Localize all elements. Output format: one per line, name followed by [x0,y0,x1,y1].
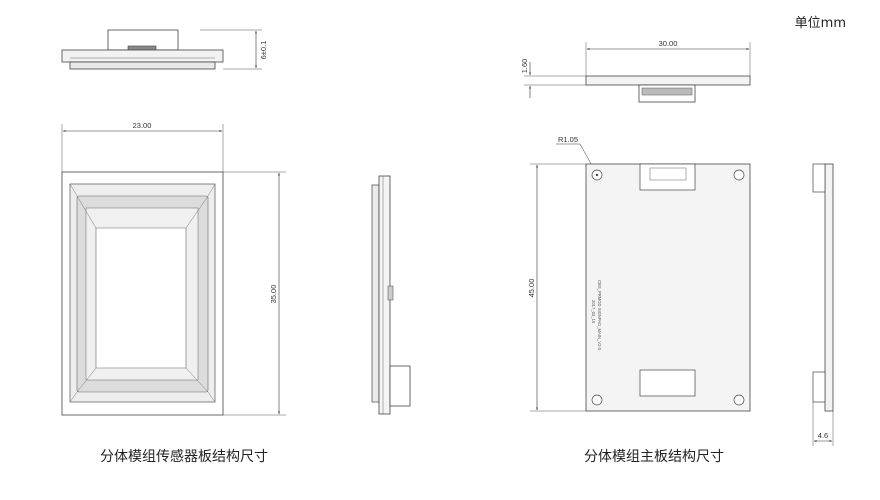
main-board-caption: 分体模组主板结构尺寸 [584,449,724,465]
mounting-hole-bottom-left [591,394,603,406]
sensor-height-label: 35.00 [269,285,278,304]
sensor-front-view [61,171,224,416]
sensor-width-label: 23.00 [133,121,152,130]
main-board-width-label: 30.00 [659,39,678,48]
silkscreen-line-2: 2017_03_16 [591,300,596,324]
mounting-hole-bottom-right [733,394,745,406]
main-board-side-view-right [812,163,834,412]
main-board-side-dimension: 4.6 [812,402,834,446]
sensor-height-dimension: 35.00 [223,171,286,416]
main-board-side-view-top [585,75,751,103]
sensor-thickness-dimension: 6±0.1 [200,29,268,70]
unit-label: 单位mm [794,16,846,31]
sensor-side-view-right [371,175,411,415]
sensor-width-dimension: 23.00 [61,121,224,172]
main-board-side-label: 4.6 [818,431,828,440]
main-board-height-label: 45.00 [527,279,536,298]
main-board-thickness-label: 1.60 [520,59,529,74]
sensor-caption: 分体模组传感器板结构尺寸 [100,449,268,465]
main-board-height-dimension: 45.00 [527,163,586,412]
main-board-thickness-dimension: 1.60 [520,59,586,98]
main-board-width-dimension: 30.00 [585,39,751,76]
main-board-front-view: CBS_PRMOD SIGNPAD_MAIN_V2.0 2017_03_16 [585,163,751,412]
silkscreen-line-1: CBS_PRMOD SIGNPAD_MAIN_V2.0 [597,280,602,351]
sensor-thickness-label: 6±0.1 [259,41,268,60]
sensor-side-view-top [61,29,224,70]
main-board-radius-label: R1.05 [558,135,578,144]
mounting-hole-top-right [733,169,745,181]
